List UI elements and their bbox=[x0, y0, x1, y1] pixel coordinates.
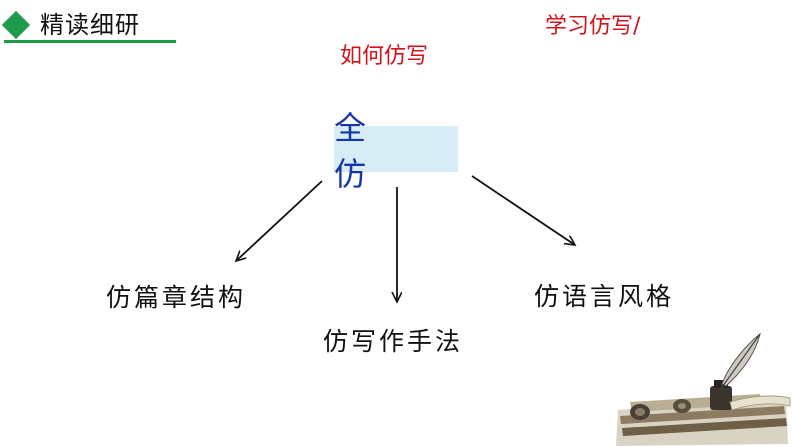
section-header: 精读细研 bbox=[1, 10, 176, 43]
note-learn-imitate: 学习仿写/ bbox=[545, 14, 641, 39]
root-node: 全 仿 bbox=[334, 109, 458, 193]
header-underline bbox=[4, 40, 176, 43]
arrow-to-structure bbox=[236, 180, 323, 261]
note-how-to-imitate: 如何仿写 bbox=[340, 44, 429, 69]
quill-pen-icon bbox=[616, 332, 791, 446]
arrow-to-style bbox=[471, 175, 575, 245]
branch-technique: 仿写作手法 bbox=[323, 327, 464, 356]
root-label: 全 仿 bbox=[334, 109, 395, 193]
branch-structure: 仿篇章结构 bbox=[106, 283, 247, 312]
branch-style: 仿语言风格 bbox=[534, 282, 675, 311]
section-title: 精读细研 bbox=[40, 11, 140, 39]
